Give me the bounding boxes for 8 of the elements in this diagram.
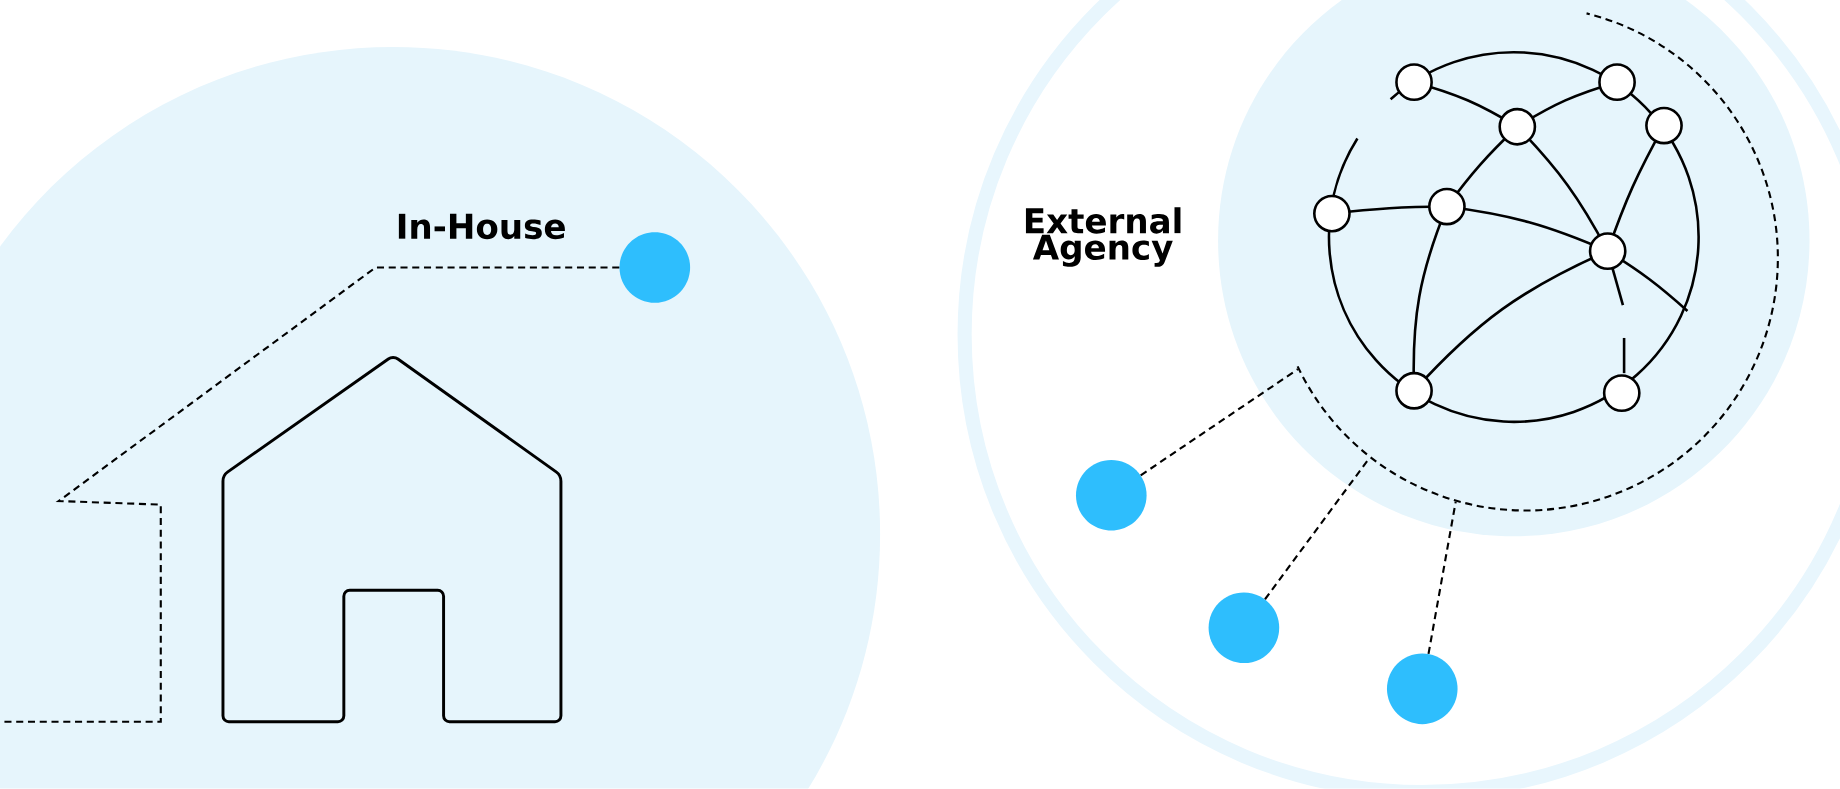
label-text: In-House — [398, 214, 565, 240]
dot — [1386, 653, 1458, 725]
dot — [619, 232, 691, 304]
dot — [1076, 460, 1147, 531]
label-text: External Agency — [1025, 207, 1181, 268]
dot — [1208, 592, 1280, 664]
dashed-line — [1427, 501, 1457, 655]
dashed-line — [1140, 368, 1299, 477]
